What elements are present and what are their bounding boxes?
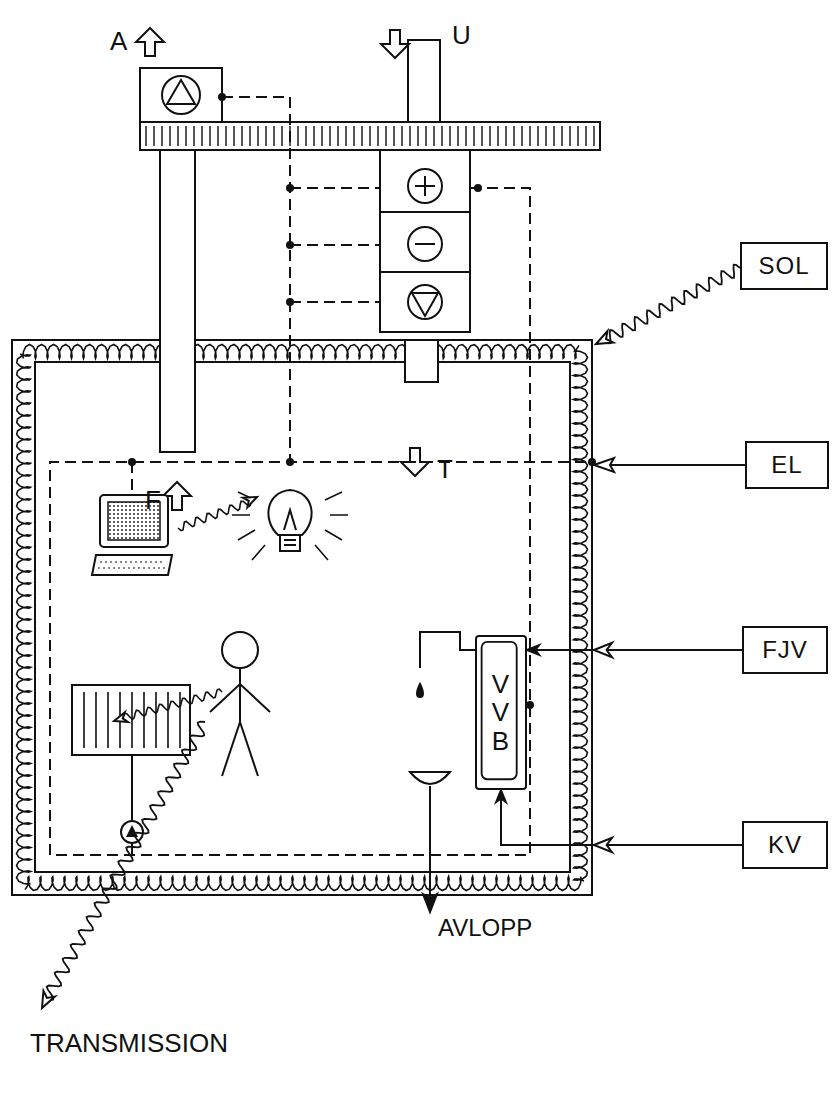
pipe-line [527, 649, 742, 651]
water-heater-box: V V B [475, 635, 527, 790]
arrow-head [594, 643, 612, 657]
flow-label: A [110, 28, 127, 54]
flow-label: F [145, 487, 161, 513]
supply-pipe [496, 790, 742, 852]
node-label: V V B [488, 670, 514, 756]
arrow-head [596, 331, 613, 344]
supply-pipe [527, 643, 742, 657]
arrow-head [114, 712, 128, 722]
loss-label: TRANSMISSION [30, 1030, 228, 1056]
arrow-head [496, 790, 506, 802]
node-label: EL [771, 451, 802, 479]
node-label: SOL [758, 252, 809, 280]
energy-source-box: KV [742, 821, 828, 869]
arrow-head [243, 497, 257, 507]
arrow-head [42, 991, 55, 1008]
outlet-label: AVLOPP [438, 916, 532, 940]
arrow-head [594, 838, 612, 852]
energy-source-box: SOL [740, 242, 828, 290]
pipe-line [501, 790, 742, 845]
arrow-head [527, 645, 539, 655]
node-label: FJV [762, 636, 808, 664]
node-label: KV [768, 831, 802, 859]
energy-source-box: FJV [742, 626, 828, 674]
flow-label: T [437, 456, 453, 482]
energy-source-box: EL [745, 441, 829, 489]
flow-label: U [452, 22, 471, 48]
